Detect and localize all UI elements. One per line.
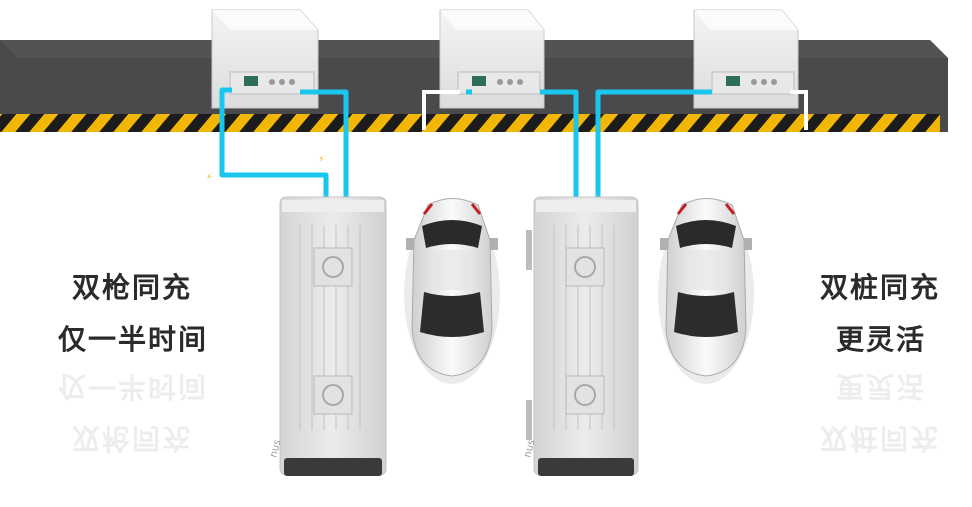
charging-cabinet-1 <box>279 196 387 476</box>
car-icon <box>406 238 414 250</box>
car-windshield <box>676 220 736 248</box>
charging-module-icon <box>726 76 740 86</box>
right-caption-line2-reflection: 更灵活 <box>836 370 927 403</box>
cabinet-base <box>538 458 634 476</box>
car-rear-window <box>674 292 738 337</box>
car-1 <box>404 198 500 384</box>
car-rear-window <box>420 292 484 337</box>
charging-cabinet-icon <box>574 256 596 278</box>
hazard-stripe <box>0 114 940 132</box>
right-caption-line2: 更灵活 <box>836 323 927 356</box>
car-windshield <box>422 220 482 248</box>
car-2 <box>658 198 754 384</box>
cyan-cables <box>219 87 712 200</box>
charging-module-1 <box>211 9 319 109</box>
charging-cabinet-2 <box>526 196 639 476</box>
left-caption-line2: 仅一半时间 <box>58 323 209 356</box>
spark-icon: ⚡ <box>318 155 324 165</box>
charging-module-3 <box>693 9 799 109</box>
charging-module-icon <box>472 76 486 86</box>
left-caption-line2-reflection: 仅一半时间 <box>58 370 209 403</box>
cabinet-watermark: nus <box>522 439 537 459</box>
left-caption-line1-reflection: 双枪同充 <box>72 422 193 455</box>
cabinet-watermark: nus <box>268 439 283 459</box>
left-caption-line1: 双枪同充 <box>72 271 193 304</box>
charging-module-2 <box>439 9 545 109</box>
car-icon <box>660 238 668 250</box>
charging-cabinet-icon <box>574 384 596 406</box>
spark-icon: ⚡ <box>206 173 212 183</box>
charging-cabinet-icon <box>322 256 344 278</box>
right-caption-line1-reflection: 双桩同充 <box>820 422 941 455</box>
charging-cabinet-icon <box>322 384 344 406</box>
charging-module-icon <box>244 76 258 86</box>
right-caption-line1: 双桩同充 <box>820 271 941 304</box>
cabinet-base <box>284 458 382 476</box>
